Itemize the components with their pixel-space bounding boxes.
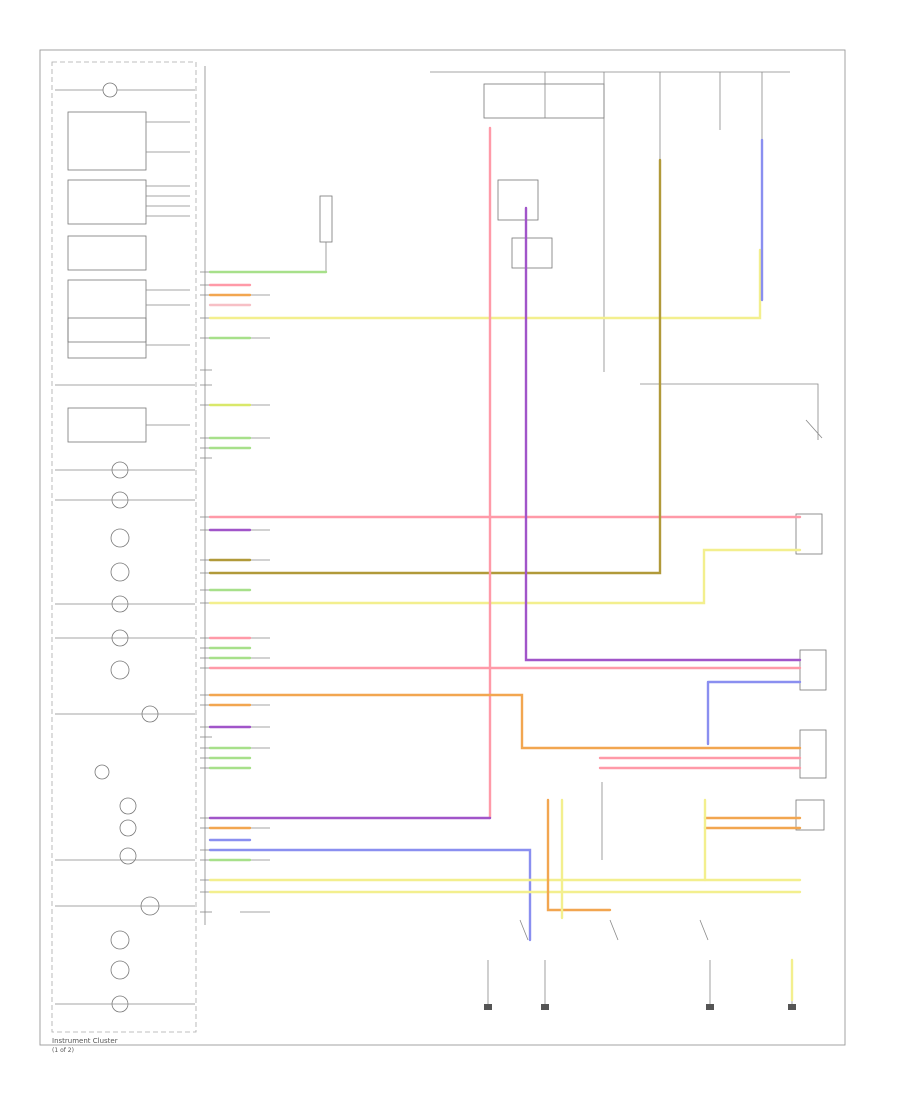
connector-terminals <box>200 66 270 925</box>
diagram-title: Instrument Cluster <box>52 1037 118 1045</box>
ground-symbols <box>484 1004 796 1010</box>
fuse-relay-area <box>319 71 790 372</box>
sensors-switches <box>487 383 827 1008</box>
wire-harness <box>208 126 802 1002</box>
instrument-cluster-outline <box>51 61 197 1033</box>
cluster-modules <box>55 89 195 443</box>
indicator-bulbs <box>55 82 195 1013</box>
diagram-frame <box>39 49 846 1046</box>
diagram-subtitle: (1 of 2) <box>52 1047 74 1054</box>
